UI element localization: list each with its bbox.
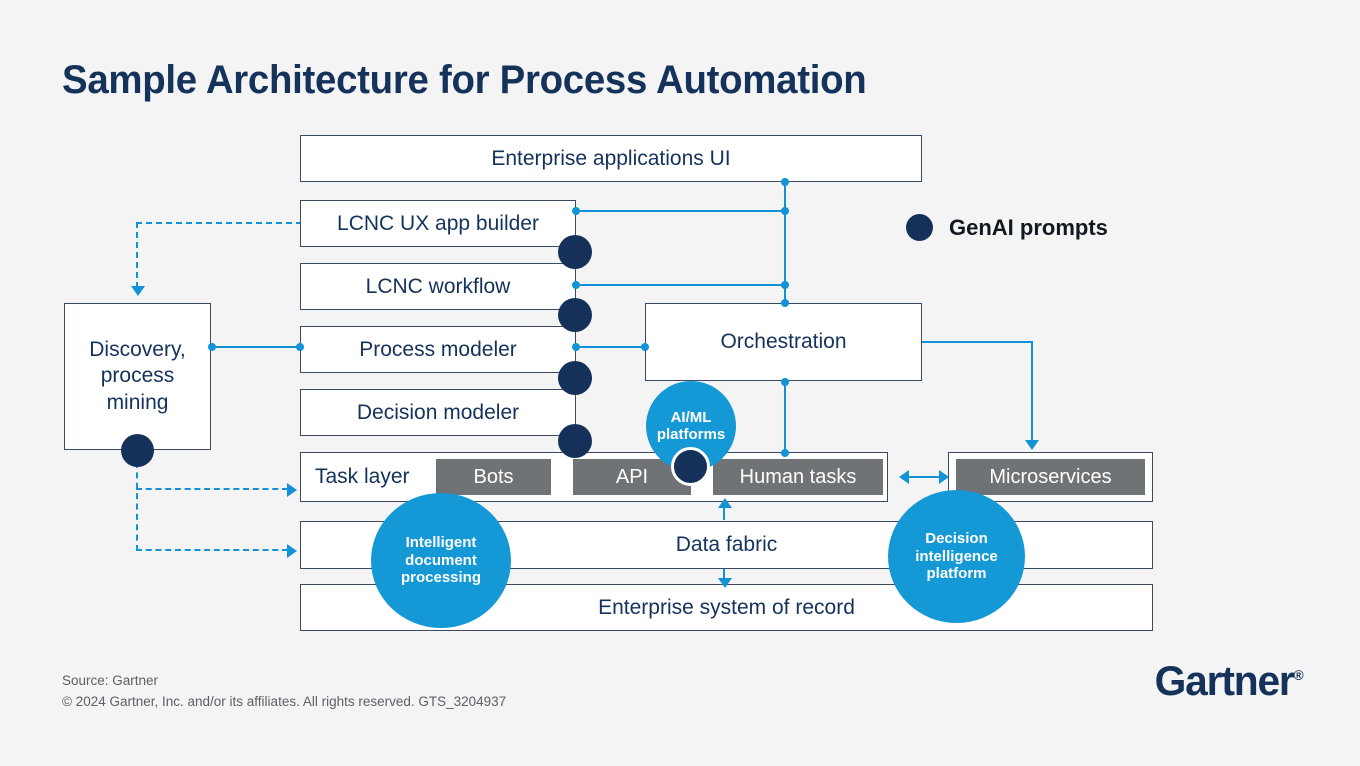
box-microservices[interactable]: Microservices — [956, 459, 1145, 495]
box-label: Enterprise system of record — [598, 595, 855, 619]
connector-dot-bus-lcnc-workflow — [781, 281, 789, 289]
gartner-logo: Gartner® — [1155, 657, 1304, 705]
genai-dot-lcnc-workflow[interactable] — [558, 298, 592, 332]
connector-dot-discovery-right — [208, 343, 216, 351]
box-label: Data fabric — [675, 533, 778, 556]
connector-orchestration-to-microservices-v — [1031, 341, 1034, 442]
arrowhead-into-data-fabric — [287, 544, 297, 558]
connector-dot-process-modeler-right — [572, 343, 580, 351]
genai-dot-discovery[interactable] — [121, 434, 154, 467]
connector-dot-process-modeler-left — [296, 343, 304, 351]
connector-dot-lcnc-ux-right — [572, 207, 580, 215]
box-label: Bots — [473, 465, 514, 488]
connector-process-modeler-to-orchestration — [576, 346, 648, 349]
box-decision-modeler[interactable]: Decision modeler — [300, 389, 576, 436]
legend-label: GenAI prompts — [949, 214, 1108, 240]
box-label: Process modeler — [359, 337, 517, 361]
genai-legend-dot-icon — [906, 214, 933, 241]
arrowhead-down-to-system-of-record — [718, 578, 732, 588]
box-lcnc-workflow[interactable]: LCNC workflow — [300, 263, 576, 310]
genai-dot-decision-modeler[interactable] — [558, 424, 592, 458]
discovery-label-line-3: mining — [106, 390, 169, 414]
arrowhead-into-task-layer — [287, 483, 297, 497]
connector-lcnc-ux-to-bus — [576, 210, 786, 213]
circle-label-line-1: Decision — [925, 530, 988, 548]
box-discovery-process-mining[interactable]: Discovery, process mining — [64, 303, 211, 450]
arrowhead-toward-human-tasks — [899, 470, 909, 484]
page-title: Sample Architecture for Process Automati… — [62, 58, 867, 102]
genai-dot-ai-ml-platforms[interactable] — [671, 447, 710, 486]
dashed-discovery-down — [136, 462, 138, 551]
circle-label-line-1: AI/ML — [670, 408, 712, 426]
connector-lcnc-workflow-to-bus — [576, 284, 786, 287]
box-label: Microservices — [989, 465, 1112, 488]
discovery-label-line-1: Discovery, — [89, 338, 186, 362]
connector-task-layer-data-fabric — [723, 504, 726, 520]
box-process-modeler[interactable]: Process modeler — [300, 326, 576, 373]
connector-orchestration-to-task-layer — [784, 381, 787, 453]
box-label: API — [615, 465, 649, 488]
connector-dot-task-layer-top — [781, 449, 789, 457]
gartner-wordmark: Gartner — [1154, 657, 1295, 704]
connector-dot-orchestration-left — [641, 343, 649, 351]
genai-dot-lcnc-ux-app-builder[interactable] — [558, 235, 592, 269]
box-orchestration[interactable]: Orchestration — [645, 303, 922, 381]
circle-label-line-1: Intelligent — [405, 534, 477, 552]
box-label: Enterprise applications UI — [491, 146, 731, 170]
box-human-tasks[interactable]: Human tasks — [713, 459, 883, 495]
connector-bus-vertical — [784, 182, 787, 304]
connector-discovery-to-process-modeler — [212, 346, 304, 349]
box-label: LCNC UX app builder — [337, 211, 539, 235]
connector-dot-lcnc-workflow-right — [572, 281, 580, 289]
arrowhead-up-to-task-layer — [718, 498, 732, 508]
connector-dot-bus-lcnc-ux — [781, 207, 789, 215]
registered-mark: ® — [1293, 667, 1304, 683]
discovery-label-line-2: process — [100, 364, 175, 388]
source-line: Source: Gartner — [62, 673, 159, 688]
arrowhead-toward-microservices — [939, 470, 949, 484]
circle-label-line-3: processing — [400, 569, 482, 587]
connector-dot-orchestration-top — [781, 299, 789, 307]
source-credit: Source: Gartner © 2024 Gartner, Inc. and… — [62, 671, 506, 713]
box-label: Human tasks — [739, 465, 857, 488]
circle-label-line-3: platform — [926, 565, 987, 583]
circle-label-line-2: document — [405, 551, 477, 569]
box-lcnc-ux-app-builder[interactable]: LCNC UX app builder — [300, 200, 576, 247]
legend-genai-prompts: GenAI prompts — [906, 214, 1108, 241]
box-bots[interactable]: Bots — [436, 459, 551, 495]
dashed-discovery-to-task-layer — [136, 488, 288, 490]
box-label: LCNC workflow — [365, 274, 511, 298]
box-label: Decision modeler — [356, 400, 520, 424]
connector-dot-apps-ui-bottom — [781, 178, 789, 186]
arrowhead-into-microservices — [1025, 440, 1039, 450]
circle-label-line-2: platforms — [656, 426, 726, 443]
circle-label-line-2: intelligence — [915, 547, 998, 565]
dashed-lcnc-ux-to-discovery-v — [136, 222, 138, 288]
arrowhead-into-discovery-top — [131, 286, 145, 296]
connector-dot-orchestration-bottom — [781, 378, 789, 386]
dashed-lcnc-ux-to-discovery-h — [136, 222, 302, 224]
box-label: Task layer — [315, 465, 410, 488]
connector-orchestration-to-microservices-h — [921, 341, 1033, 344]
circle-intelligent-document-processing[interactable]: Intelligent document processing — [371, 493, 511, 628]
genai-dot-process-modeler[interactable] — [558, 361, 592, 395]
circle-decision-intelligence-platform[interactable]: Decision intelligence platform — [888, 490, 1025, 623]
connector-data-fabric-system-of-record — [723, 569, 726, 583]
box-enterprise-applications-ui[interactable]: Enterprise applications UI — [300, 135, 922, 182]
box-label: Orchestration — [720, 330, 847, 353]
dashed-discovery-to-data-fabric — [136, 549, 288, 551]
connector-human-tasks-microservices — [903, 476, 947, 479]
copyright-line: © 2024 Gartner, Inc. and/or its affiliat… — [62, 693, 507, 709]
